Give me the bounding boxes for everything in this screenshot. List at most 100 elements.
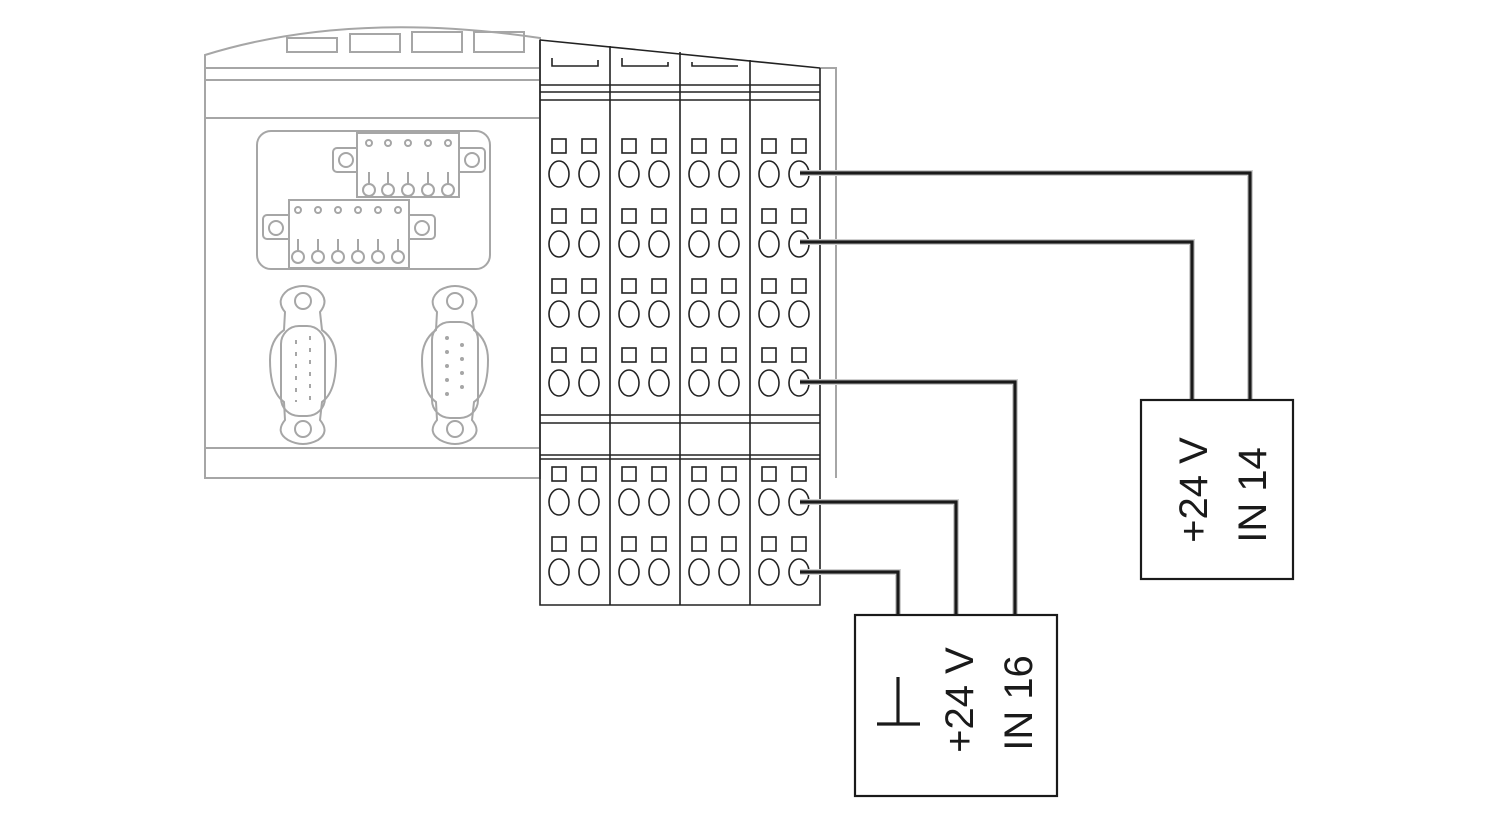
wire-entry — [718, 558, 740, 586]
wire-entry — [688, 300, 710, 328]
upper-plug-connector — [332, 132, 486, 198]
wire-entry — [788, 300, 810, 328]
wire-entry — [688, 369, 710, 397]
wire-entry — [578, 488, 600, 516]
release-slot — [721, 536, 737, 552]
wires — [800, 170, 1253, 615]
release-slot — [621, 278, 637, 294]
wire-entry — [718, 300, 740, 328]
wire-entry — [548, 160, 570, 188]
pin-socket — [371, 250, 385, 264]
wire-entry — [548, 558, 570, 586]
release-slot — [551, 278, 567, 294]
pin — [294, 206, 302, 214]
wire-entry — [758, 558, 780, 586]
dsub-pin — [445, 392, 449, 396]
wire-entry — [648, 488, 670, 516]
release-slot — [581, 466, 597, 482]
wire-ground — [800, 570, 900, 615]
pin-socket — [401, 183, 415, 197]
pin-socket — [441, 183, 455, 197]
release-slot — [791, 138, 807, 154]
dsub-connector-left — [268, 285, 338, 445]
wire-entry — [548, 300, 570, 328]
wire-entry — [578, 369, 600, 397]
wire-entry — [618, 300, 640, 328]
wire-entry — [578, 230, 600, 258]
wire-entry — [618, 369, 640, 397]
release-slot — [581, 208, 597, 224]
pin — [384, 139, 392, 147]
wire-entry — [548, 369, 570, 397]
release-slot — [621, 466, 637, 482]
wire-entry — [618, 160, 640, 188]
release-slot — [721, 347, 737, 363]
release-slot — [691, 278, 707, 294]
release-slot — [721, 466, 737, 482]
release-slot — [621, 208, 637, 224]
box-a-line1: +24 V — [1172, 437, 1216, 543]
wire-entry — [548, 488, 570, 516]
dsub-pin — [460, 371, 464, 375]
dsub-pin — [445, 364, 449, 368]
pin-socket — [362, 183, 376, 197]
wire-entry — [718, 230, 740, 258]
release-slot — [791, 536, 807, 552]
wire-entry — [648, 230, 670, 258]
release-slot — [551, 138, 567, 154]
pin — [374, 206, 382, 214]
wire-entry — [758, 160, 780, 188]
ground-icon — [877, 677, 920, 726]
release-slot — [691, 466, 707, 482]
release-slot — [691, 138, 707, 154]
controller-housing — [204, 26, 837, 479]
wire-entry — [758, 230, 780, 258]
box-b-line2: IN 16 — [997, 655, 1041, 751]
release-slot — [551, 347, 567, 363]
dsub-pin — [445, 336, 449, 340]
wire-entry — [648, 300, 670, 328]
pin-socket — [391, 250, 405, 264]
wire-entry — [688, 558, 710, 586]
release-slot — [761, 278, 777, 294]
pin-socket — [331, 250, 345, 264]
dsub-pin — [460, 343, 464, 347]
release-slot — [721, 138, 737, 154]
pin — [404, 139, 412, 147]
release-slot — [581, 278, 597, 294]
wire-entry — [618, 488, 640, 516]
release-slot — [651, 138, 667, 154]
release-slot — [551, 536, 567, 552]
wire-entry — [758, 488, 780, 516]
lower-plug-connector — [262, 199, 436, 269]
release-slot — [551, 466, 567, 482]
pin — [354, 206, 362, 214]
dsub-connector-right — [420, 285, 490, 445]
pin — [314, 206, 322, 214]
pin-socket — [381, 183, 395, 197]
pin — [334, 206, 342, 214]
wire-entry — [718, 369, 740, 397]
release-slot — [581, 347, 597, 363]
release-slot — [791, 208, 807, 224]
dsub-pin — [460, 357, 464, 361]
release-slot — [761, 138, 777, 154]
pin — [365, 139, 373, 147]
wire-24v-a — [800, 240, 1194, 400]
release-slot — [651, 278, 667, 294]
release-slot — [761, 536, 777, 552]
release-slot — [721, 278, 737, 294]
wire-entry — [718, 160, 740, 188]
release-slot — [791, 278, 807, 294]
wire-24v-b — [800, 500, 958, 615]
release-slot — [721, 208, 737, 224]
release-slot — [581, 138, 597, 154]
wire-entry — [548, 230, 570, 258]
wire-in16 — [800, 380, 1017, 615]
wire-entry — [648, 558, 670, 586]
device-box-in16: +24 V IN 16 — [853, 613, 1059, 798]
pin-socket — [351, 250, 365, 264]
release-slot — [621, 347, 637, 363]
pin — [394, 206, 402, 214]
